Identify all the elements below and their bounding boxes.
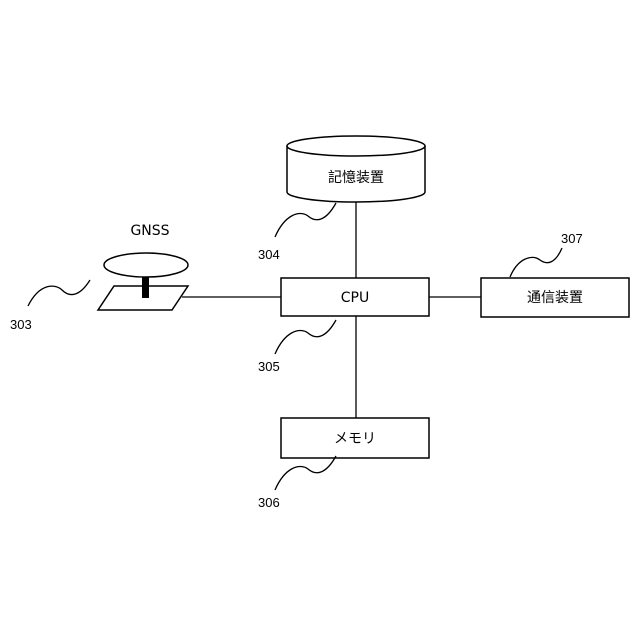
leader-307	[510, 248, 562, 277]
ref-303: 303	[10, 317, 32, 332]
storage-label: 記憶装置	[328, 169, 384, 186]
cpu-box: CPU	[281, 278, 429, 316]
cpu-label: CPU	[341, 290, 369, 306]
antenna-dish	[104, 253, 188, 277]
storage-device: 記憶装置	[287, 136, 425, 202]
ref-305: 305	[258, 359, 280, 374]
ref-307: 307	[561, 231, 583, 246]
antenna-mast	[142, 277, 149, 298]
ref-306: 306	[258, 495, 280, 510]
comm-device-box: 通信装置	[481, 278, 629, 317]
memory-box: メモリ	[281, 418, 429, 458]
memory-label: メモリ	[334, 431, 376, 447]
comm-label: 通信装置	[527, 290, 583, 306]
ref-304: 304	[258, 247, 280, 262]
gnss-label: GNSS	[130, 223, 169, 239]
leader-306	[275, 456, 336, 490]
leader-305	[275, 320, 336, 354]
leader-303	[28, 280, 90, 306]
leader-304	[275, 203, 336, 237]
gnss-antenna: GNSS	[98, 223, 188, 310]
